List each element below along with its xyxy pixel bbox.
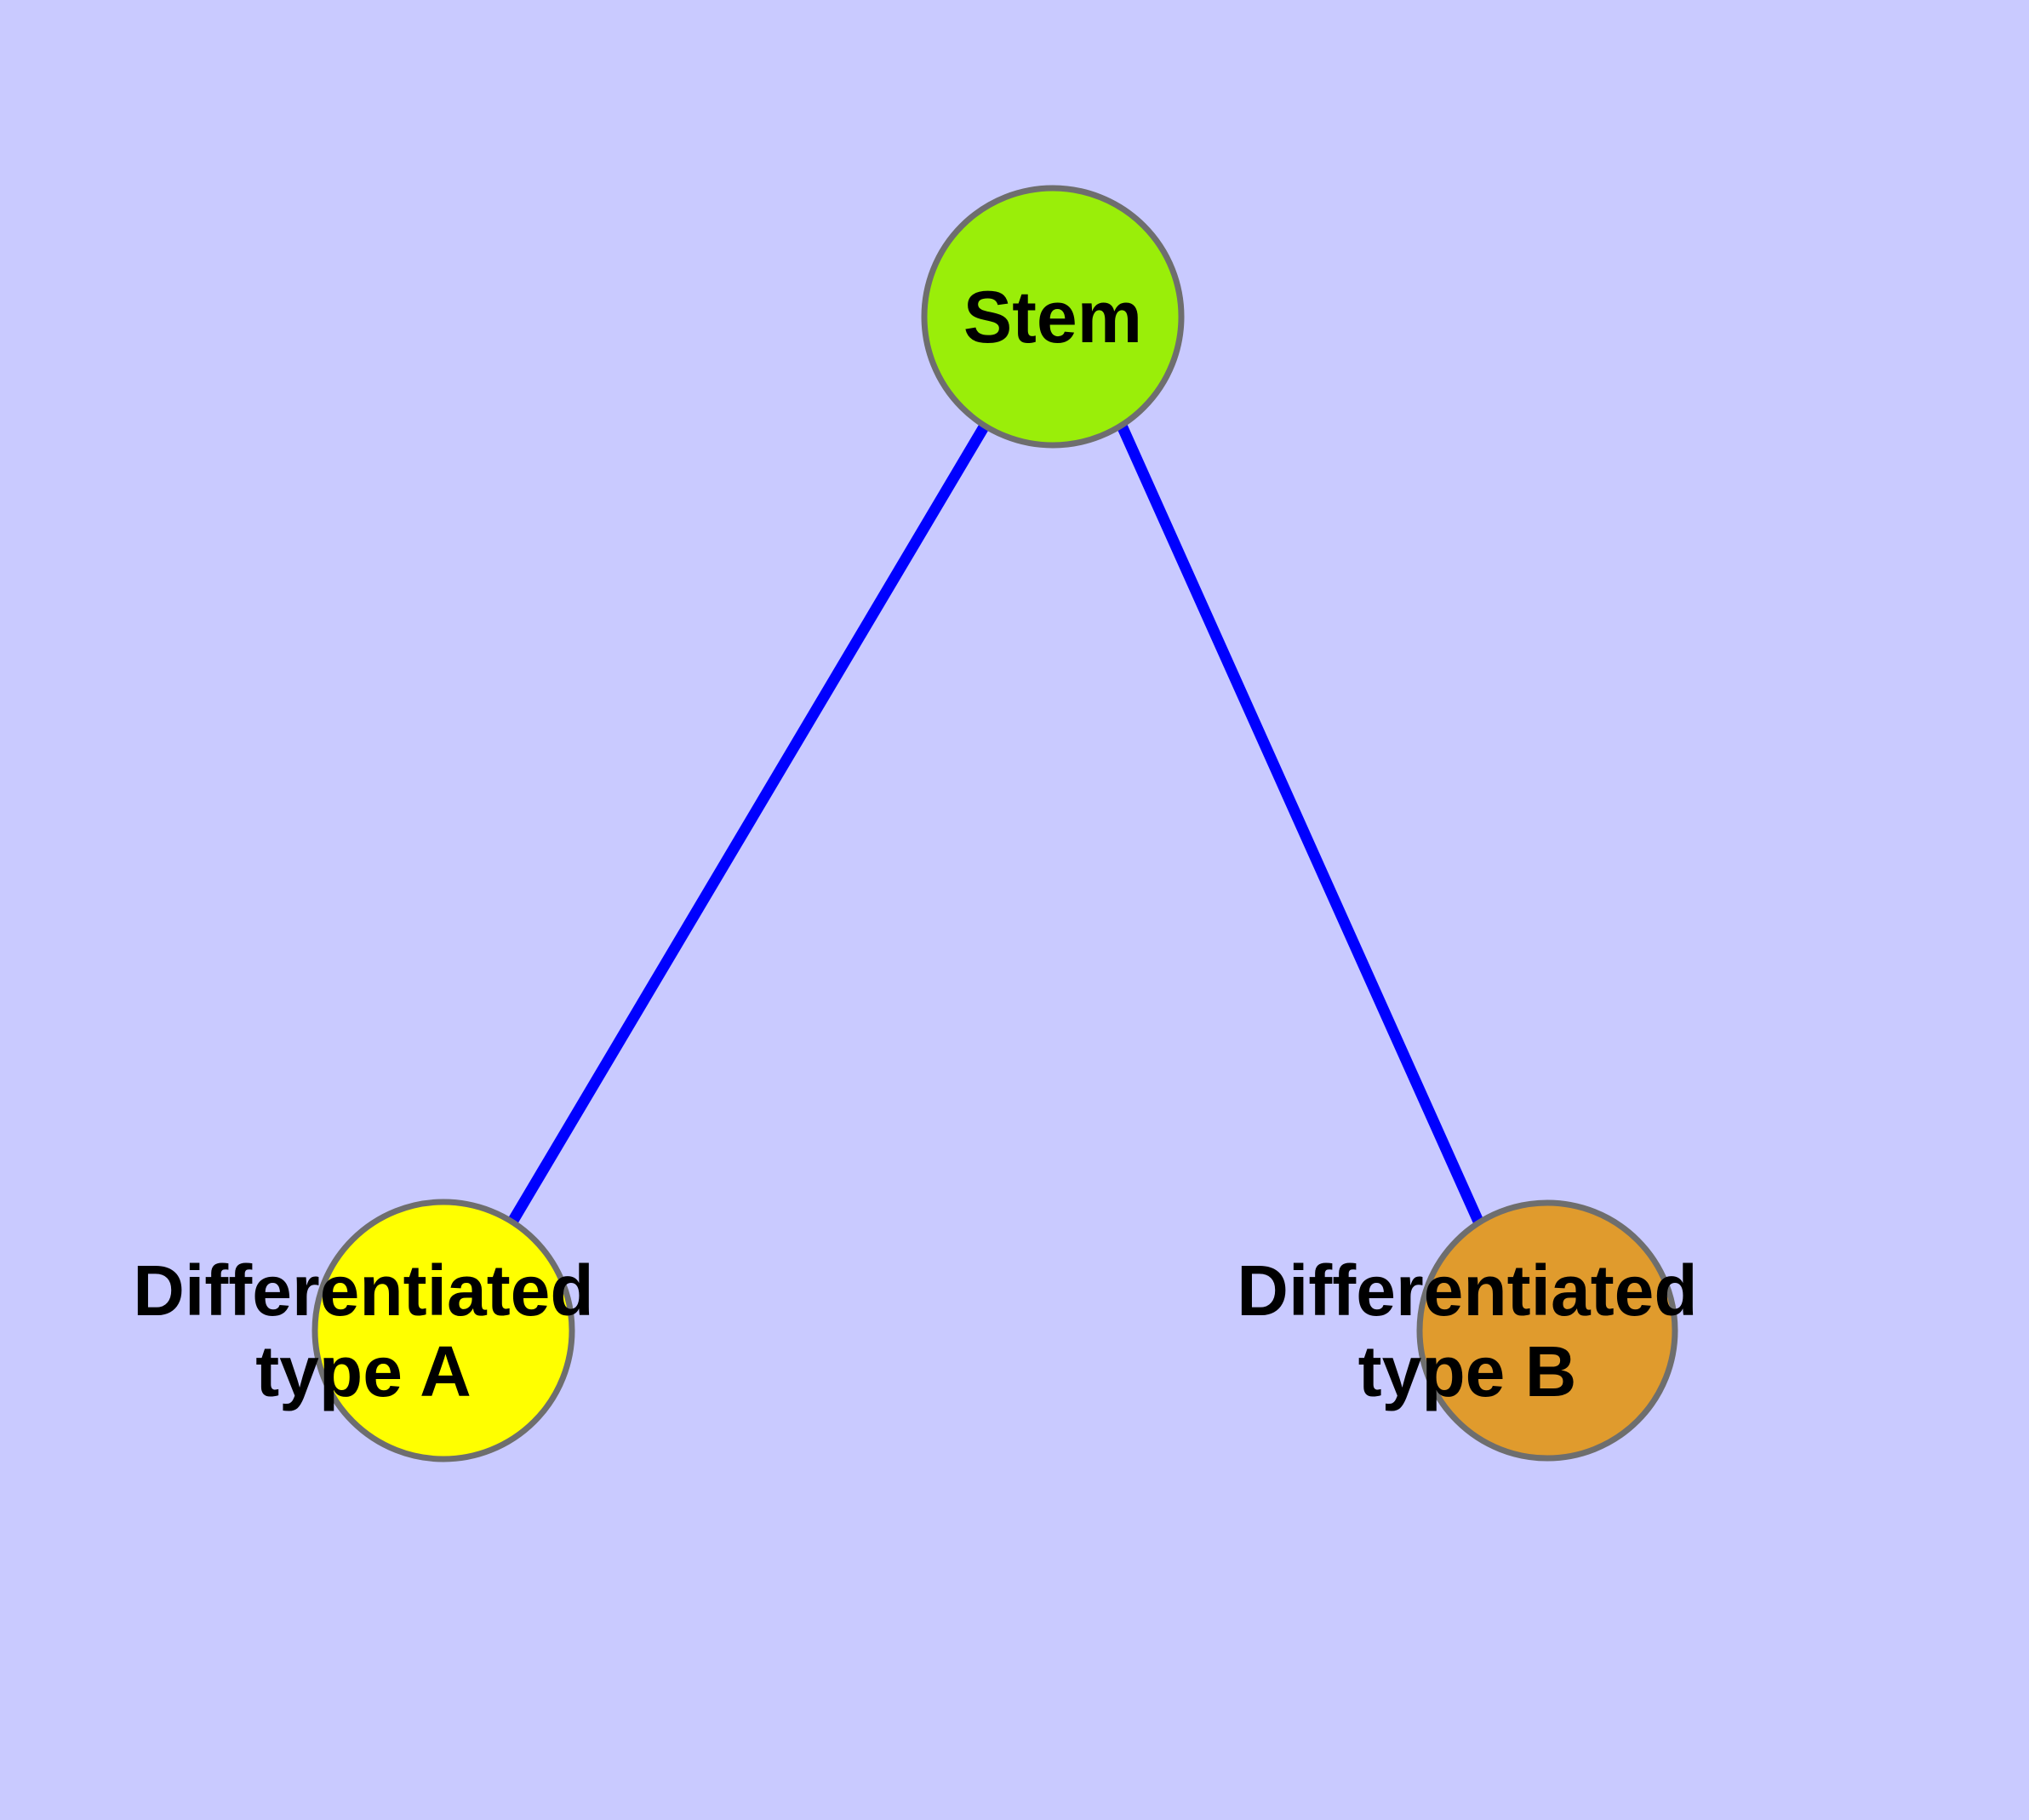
nodes-layer	[311, 185, 1678, 1462]
node-label-stem: Stem	[963, 277, 1142, 358]
edge-stem-diff-a	[506, 422, 990, 1227]
node-label-line: type A	[255, 1331, 472, 1411]
node-label-line: Differentiated	[1237, 1251, 1697, 1331]
node-circle-stem[interactable]	[921, 185, 1185, 449]
edge-stem-diff-b	[1117, 423, 1484, 1226]
node-label-line: Differentiated	[133, 1251, 593, 1331]
node-label-line: type B	[1358, 1331, 1577, 1411]
node-circle-diff_a[interactable]	[311, 1199, 575, 1462]
node-circle-diff_b[interactable]	[1416, 1199, 1678, 1462]
node-label-line: Stem	[963, 277, 1142, 358]
edges-layer	[506, 422, 1484, 1227]
